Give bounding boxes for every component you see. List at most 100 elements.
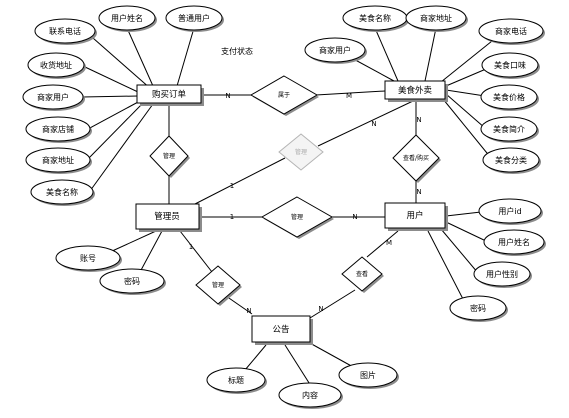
relationship-manage-food-label: 管理 (295, 148, 307, 156)
edge-food-merchant-address (424, 27, 437, 82)
attr-order-address: 收货地址 (27, 52, 86, 79)
attr-notice-content: 内容 (278, 382, 343, 409)
attr-food-category: 美食分类 (482, 147, 541, 174)
relationship-manage-user-label: 管理 (291, 213, 303, 221)
edge-manage-food (317, 100, 414, 147)
edge-user-id (445, 211, 482, 217)
relationship-belongs-label: 属于 (278, 92, 290, 99)
edge-admin-account (109, 230, 157, 253)
edge-order-merchant-user (81, 95, 139, 98)
attr-notice-image: 图片 (338, 362, 399, 389)
edge-order-merchant-address (86, 102, 144, 161)
svg-text:商家地址: 商家地址 (420, 13, 452, 23)
attr-food-intro: 美食简介 (480, 116, 539, 143)
attr-order-merchant-address: 商家地址 (25, 147, 92, 174)
attr-user-id: 用户id (478, 198, 543, 225)
edge-admin-password (139, 230, 163, 273)
attr-order-pay-status-label: 支付状态 (221, 46, 253, 56)
card-admin-manage-user: 1 (230, 213, 234, 221)
edge-food-price (445, 89, 486, 97)
svg-text:美食价格: 美食价格 (493, 92, 525, 102)
svg-text:美食分类: 美食分类 (495, 155, 527, 165)
card-food-view: N (416, 116, 421, 124)
entity-food-label: 美食外卖 (398, 85, 433, 96)
entity-admin-label: 管理员 (154, 211, 180, 222)
svg-text:美食简介: 美食简介 (493, 124, 525, 134)
relationship-view-buy: 查看/购买 (392, 134, 441, 183)
attr-order-merchant-user: 商家用户 (22, 84, 85, 111)
svg-text:商家用户: 商家用户 (37, 92, 69, 102)
attr-food-taste: 美食口味 (481, 52, 540, 79)
attr-food-merchant-user: 商家用户 (304, 37, 367, 64)
edge-notice-image (307, 341, 356, 369)
attr-order-food-name: 美食名称 (30, 179, 95, 206)
attr-order-username: 用户姓名 (98, 5, 157, 32)
card-user-notice: M (386, 239, 392, 247)
entity-order-label: 购买订单 (152, 89, 187, 100)
card-user-view-food: N (416, 188, 421, 196)
svg-text:商家地址: 商家地址 (42, 155, 74, 165)
svg-text:用户姓名: 用户姓名 (498, 237, 530, 247)
edge-notice-content (284, 344, 312, 387)
entity-user-label: 用户 (406, 210, 423, 221)
relationship-manage-notice-label: 管理 (212, 281, 224, 289)
attr-user-gender: 用户性别 (473, 261, 532, 288)
attr-food-price: 美食价格 (480, 84, 539, 111)
relationship-belongs: 属于 (249, 75, 319, 116)
relationship-manage-order: 管理 (149, 135, 190, 178)
edge-admin-manage-food (194, 157, 286, 205)
edge-user-view (366, 230, 399, 258)
attr-food-merchant-phone: 商家电话 (478, 18, 545, 45)
svg-text:联系电话: 联系电话 (49, 26, 81, 36)
edge-order-regular-user (176, 27, 195, 87)
card-food-manage: N (371, 120, 376, 128)
card-notice-admin: N (246, 307, 251, 315)
relationship-view-notice: 查看 (341, 256, 384, 293)
svg-text:商家用户: 商家用户 (319, 45, 351, 55)
relationship-manage-user: 管理 (260, 196, 334, 239)
entity-notice: 公告 (251, 315, 313, 345)
card-user-manage: N (352, 213, 357, 221)
attr-order-regular-user: 普通用户 (165, 5, 224, 32)
svg-text:内容: 内容 (302, 390, 318, 400)
relationship-manage-notice: 管理 (195, 265, 242, 306)
svg-text:美食名称: 美食名称 (46, 187, 78, 197)
svg-text:商家店铺: 商家店铺 (42, 124, 74, 134)
svg-text:收货地址: 收货地址 (40, 60, 72, 70)
svg-text:账号: 账号 (80, 254, 96, 263)
card-notice-user: N (318, 305, 323, 313)
edges (81, 27, 498, 387)
attr-food-name: 美食名称 (342, 5, 409, 32)
relationship-manage-food: 管理 (278, 133, 324, 171)
edge-order-phone (84, 30, 152, 90)
relationship-view-notice-label: 查看 (356, 270, 368, 278)
edge-user-password (427, 230, 465, 302)
svg-text:用户性别: 用户性别 (486, 269, 518, 279)
edge-order-shop (87, 100, 141, 130)
attr-food-merchant-address: 商家地址 (405, 5, 468, 32)
edge-food-category (442, 98, 492, 159)
attr-admin-password: 密码 (99, 268, 166, 295)
entity-notice-label: 公告 (272, 324, 289, 335)
attr-notice-title: 标题 (206, 367, 267, 394)
edge-view-notice (309, 289, 356, 319)
relationship-manage-order-label: 管理 (163, 152, 175, 160)
svg-text:用户姓名: 用户姓名 (111, 13, 143, 23)
svg-text:图片: 图片 (360, 370, 376, 380)
svg-text:商家电话: 商家电话 (495, 26, 527, 36)
attr-user-username: 用户姓名 (483, 229, 546, 256)
edge-order-food-name (89, 103, 154, 192)
card-order-belongs: N (225, 92, 230, 100)
svg-text:美食口味: 美食口味 (494, 60, 526, 70)
edge-order-username (126, 27, 154, 87)
entity-order: 购买订单 (136, 84, 204, 106)
svg-text:密码: 密码 (124, 276, 140, 286)
edge-user-gender (440, 228, 479, 274)
cardinality-labels: N M N 1 N N 1 N 1 N M N (189, 92, 422, 315)
attr-admin-account: 账号 (55, 245, 122, 272)
edge-user-username (445, 221, 487, 242)
svg-text:标题: 标题 (228, 375, 244, 385)
entity-food: 美食外卖 (384, 80, 448, 102)
edge-order-address (84, 66, 139, 93)
